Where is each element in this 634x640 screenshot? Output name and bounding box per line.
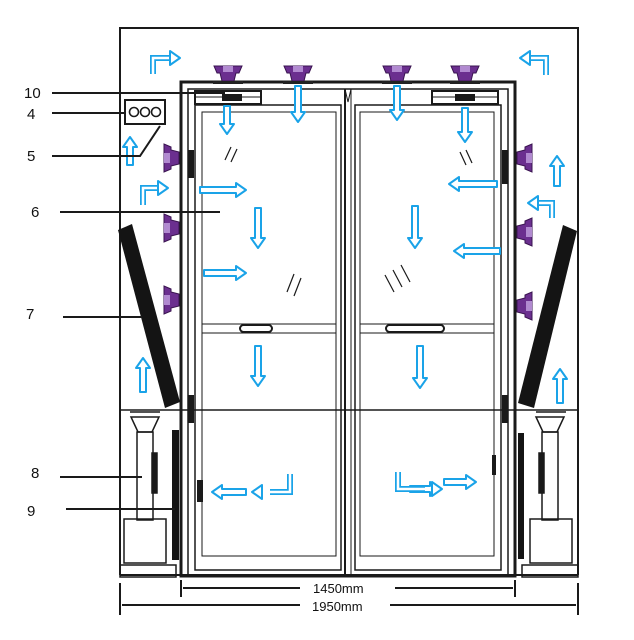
arrow-icon bbox=[538, 200, 555, 218]
arrow-icon bbox=[431, 481, 443, 497]
door-closer-icon bbox=[194, 90, 262, 105]
vertical-bars bbox=[172, 430, 524, 560]
door-leaf-right bbox=[354, 104, 502, 571]
arrow-icon bbox=[443, 474, 477, 490]
side-panels bbox=[118, 224, 577, 408]
base bbox=[119, 564, 579, 578]
arrow-icon bbox=[211, 484, 247, 500]
arrow-icon bbox=[199, 182, 247, 198]
callout-5: 5 bbox=[27, 148, 35, 165]
arrow-icon bbox=[519, 50, 531, 66]
arrow-icon bbox=[290, 85, 306, 123]
arrow-icon bbox=[250, 207, 266, 249]
dimension-lines bbox=[119, 580, 579, 615]
handle-icon bbox=[385, 324, 445, 333]
magnets-side bbox=[163, 143, 533, 321]
callout-9: 9 bbox=[27, 503, 35, 520]
handle-icon bbox=[239, 324, 273, 333]
arrow-icon bbox=[157, 180, 169, 196]
arrow-icon bbox=[389, 85, 405, 121]
arrow-icon bbox=[395, 472, 425, 492]
callout-10: 10 bbox=[24, 85, 41, 102]
arrow-icon bbox=[530, 56, 548, 75]
callout-8: 8 bbox=[31, 465, 39, 482]
arrow-icon bbox=[141, 186, 158, 205]
arrow-icon bbox=[140, 185, 158, 205]
arrow-icon bbox=[396, 472, 425, 491]
door-frame bbox=[179, 80, 517, 578]
door-closer-icon bbox=[431, 90, 499, 105]
arrow-icon bbox=[453, 243, 501, 259]
arrow-icon bbox=[530, 55, 549, 75]
arrow-icon bbox=[407, 205, 423, 249]
arrow-icon bbox=[448, 176, 498, 192]
arrow-icon bbox=[457, 107, 473, 143]
arrow-icon bbox=[169, 50, 181, 66]
callout-labels: 10 4 5 6 7 8 9 bbox=[24, 85, 41, 520]
control-box bbox=[124, 99, 166, 125]
arrow-icon bbox=[135, 357, 151, 393]
arrow-icon bbox=[552, 368, 568, 404]
door-leaf-left bbox=[194, 104, 342, 571]
hinges bbox=[188, 150, 508, 502]
arrow-icon bbox=[122, 136, 138, 166]
stand-left bbox=[123, 411, 167, 564]
callout-7: 7 bbox=[26, 306, 34, 323]
arrow-icon bbox=[412, 345, 428, 389]
callout-lines bbox=[52, 92, 225, 510]
stand-right bbox=[529, 411, 573, 564]
dimension-outer-width: 1950mm bbox=[312, 599, 363, 614]
arrow-icon bbox=[203, 265, 247, 281]
arrow-icon bbox=[219, 105, 235, 135]
arrow-icon bbox=[270, 474, 293, 495]
airflow-arrows bbox=[122, 50, 568, 500]
arrow-icon bbox=[549, 155, 565, 187]
arrow-icon bbox=[270, 474, 292, 494]
dimension-inner-width: 1450mm bbox=[313, 581, 364, 596]
callout-4: 4 bbox=[27, 106, 35, 123]
arrow-icon bbox=[538, 201, 554, 218]
callout-6: 6 bbox=[31, 204, 39, 221]
arrow-icon bbox=[250, 345, 266, 387]
arrow-icon bbox=[150, 55, 170, 74]
arrow-icon bbox=[527, 195, 539, 211]
arrow-icon bbox=[151, 56, 170, 74]
arrow-icon bbox=[251, 484, 263, 500]
